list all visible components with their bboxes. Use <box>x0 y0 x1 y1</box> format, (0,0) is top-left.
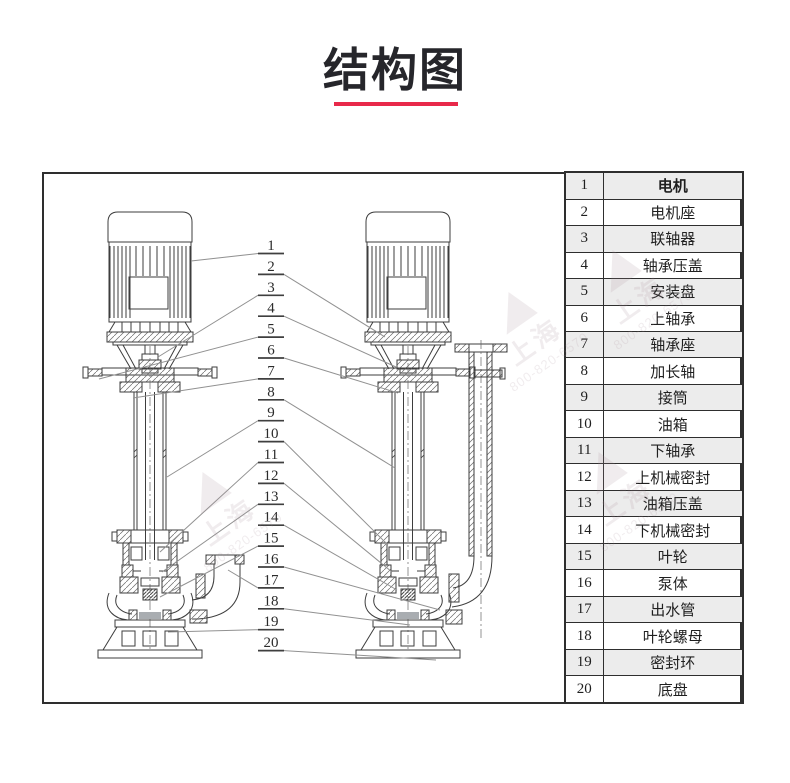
part-number-cell: 3 <box>564 225 604 253</box>
part-number-cell: 14 <box>564 516 604 544</box>
title-underline <box>334 102 458 106</box>
part-name-cell: 叶轮 <box>602 542 744 571</box>
part-name-cell: 联轴器 <box>602 225 744 253</box>
part-name-cell: 密封环 <box>602 648 744 677</box>
part-number-cell: 2 <box>564 198 604 227</box>
part-name-cell: 接筒 <box>602 383 744 412</box>
part-number-cell: 18 <box>564 622 604 650</box>
part-name-cell: 下轴承 <box>602 436 744 465</box>
part-number-cell: 11 <box>564 436 604 465</box>
part-name-cell: 轴承压盖 <box>602 251 744 280</box>
part-number-cell: 7 <box>564 330 604 359</box>
part-number-cell: 8 <box>564 357 604 385</box>
part-name-cell: 电机 <box>602 171 744 200</box>
part-name-cell: 出水管 <box>602 595 744 624</box>
part-name-cell: 油箱 <box>602 410 744 438</box>
part-name-cell: 上轴承 <box>602 304 744 333</box>
part-number-cell: 15 <box>564 542 604 571</box>
part-number-cell: 4 <box>564 251 604 280</box>
part-name-cell: 上机械密封 <box>602 463 744 491</box>
part-name-cell: 安装盘 <box>602 278 744 306</box>
part-name-cell: 底盘 <box>602 675 744 704</box>
part-number-cell: 10 <box>564 410 604 438</box>
page-title: 结构图 <box>323 44 467 96</box>
part-number-cell: 12 <box>564 463 604 491</box>
part-number-cell: 17 <box>564 595 604 624</box>
part-number-cell: 20 <box>564 675 604 704</box>
part-number-cell: 1 <box>564 171 604 200</box>
part-number-cell: 9 <box>564 383 604 412</box>
part-name-cell: 下机械密封 <box>602 516 744 544</box>
part-number-cell: 13 <box>564 489 604 518</box>
part-name-cell: 叶轮螺母 <box>602 622 744 650</box>
part-number-cell: 6 <box>564 304 604 333</box>
part-number-cell: 16 <box>564 569 604 597</box>
part-name-cell: 轴承座 <box>602 330 744 359</box>
part-name-cell: 加长轴 <box>602 357 744 385</box>
part-number-cell: 19 <box>564 648 604 677</box>
part-name-cell: 油箱压盖 <box>602 489 744 518</box>
part-name-cell: 泵体 <box>602 569 744 597</box>
part-name-cell: 电机座 <box>602 198 744 227</box>
part-number-cell: 5 <box>564 278 604 306</box>
